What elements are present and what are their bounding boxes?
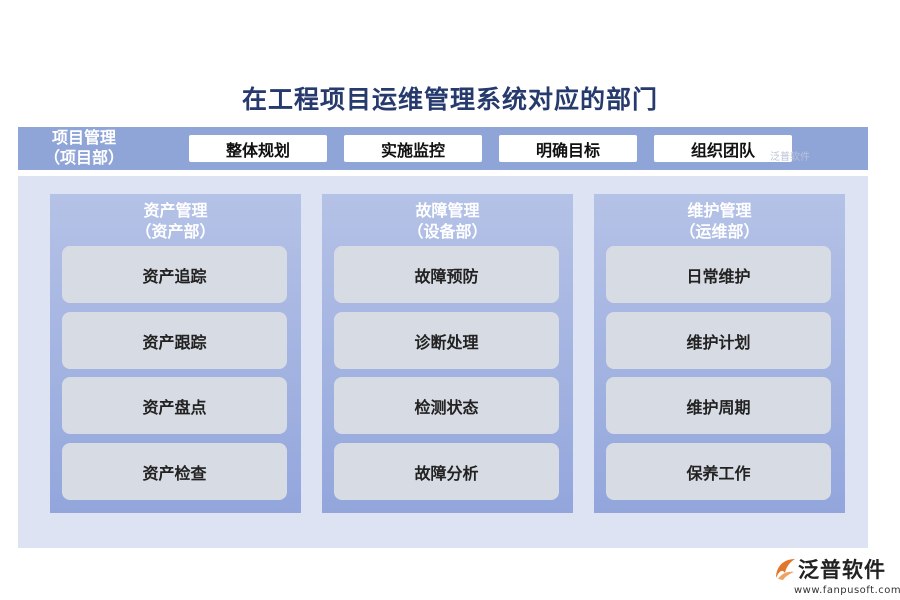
function-box: 故障预防	[334, 246, 559, 303]
column-subtitle: （设备部）	[407, 222, 488, 241]
function-box: 资产盘点	[62, 377, 287, 434]
column-header: 维护管理 （运维部）	[594, 200, 845, 242]
function-box: 资产跟踪	[62, 312, 287, 369]
function-box: 日常维护	[606, 246, 831, 303]
project-management-band: 项目管理 （项目部） 整体规划 实施监控 明确目标 组织团队 泛普软件	[18, 127, 868, 170]
task-box-clear-goals: 明确目标	[499, 135, 637, 162]
column-fault-management: 故障管理 （设备部） 故障预防 诊断处理 检测状态 故障分析	[322, 194, 573, 513]
diagram-title: 在工程项目运维管理系统对应的部门	[241, 85, 658, 114]
watermark-text: 泛普软件	[770, 152, 810, 163]
logo-name: 泛普软件	[798, 558, 886, 582]
function-box: 诊断处理	[334, 312, 559, 369]
function-box: 故障分析	[334, 443, 559, 500]
column-title: 维护管理	[687, 201, 752, 220]
task-box-organize-team: 组织团队	[654, 135, 792, 162]
fanpu-logo: 泛普软件 www.fanpusoft.com	[772, 552, 900, 598]
project-management-label: 项目管理 （项目部）	[38, 128, 130, 168]
column-subtitle: （运维部）	[679, 222, 760, 241]
column-header: 故障管理 （设备部）	[322, 200, 573, 242]
function-box: 保养工作	[606, 443, 831, 500]
logo-url: www.fanpusoft.com	[794, 585, 900, 596]
function-box: 资产检查	[62, 443, 287, 500]
function-box: 维护计划	[606, 312, 831, 369]
project-management-label-line2: （项目部）	[43, 148, 124, 167]
function-box: 检测状态	[334, 377, 559, 434]
column-header: 资产管理 （资产部）	[50, 200, 301, 242]
function-box: 资产追踪	[62, 246, 287, 303]
fanpu-logo-icon	[776, 559, 795, 580]
column-subtitle: （资产部）	[135, 222, 216, 241]
project-management-label-line1: 项目管理	[51, 128, 116, 147]
column-asset-management: 资产管理 （资产部） 资产追踪 资产跟踪 资产盘点 资产检查	[50, 194, 301, 513]
column-title: 资产管理	[143, 201, 208, 220]
departments-panel: 资产管理 （资产部） 资产追踪 资产跟踪 资产盘点 资产检查 故障管理 （设备部…	[18, 176, 868, 548]
column-maintenance-management: 维护管理 （运维部） 日常维护 维护计划 维护周期 保养工作	[594, 194, 845, 513]
task-box-overall-planning: 整体规划	[189, 135, 327, 162]
column-title: 故障管理	[415, 201, 480, 220]
function-box: 维护周期	[606, 377, 831, 434]
task-box-implementation-monitoring: 实施监控	[344, 135, 482, 162]
